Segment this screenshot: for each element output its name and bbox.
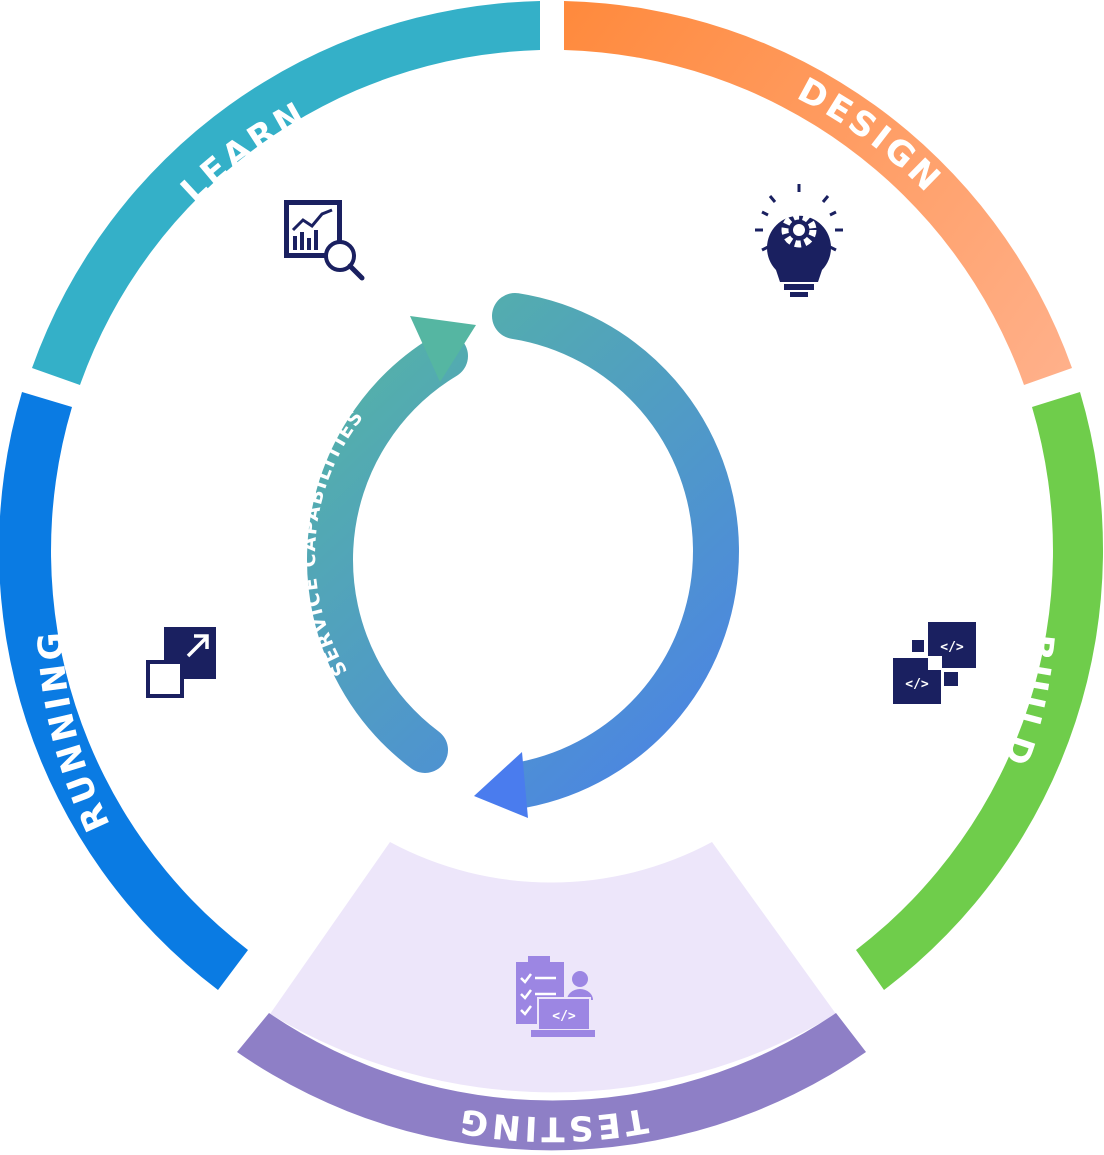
inner-arrow-left-head: [410, 316, 476, 382]
svg-text:</>: </>: [552, 1009, 576, 1024]
code-blocks-icon: </> </>: [893, 622, 976, 704]
scale-expand-icon: [146, 627, 216, 698]
testing-clipboard-laptop-icon: </>: [516, 956, 595, 1037]
analytics-chart-icon: [284, 200, 365, 281]
build-segment[interactable]: [856, 392, 1104, 990]
design-label: DESIGN: [791, 70, 950, 202]
inner-arrow-right-arc: [492, 293, 739, 808]
learn-segment[interactable]: [32, 1, 540, 385]
svg-text:</>: </>: [905, 677, 929, 692]
running-segment[interactable]: [0, 392, 248, 990]
svg-text:</>: </>: [940, 640, 964, 655]
inner-arrow-left-arc: [307, 333, 468, 773]
design-segment[interactable]: [564, 1, 1072, 385]
lightbulb-gear-icon: [755, 184, 843, 297]
inner-arrow-right-head: [474, 752, 528, 818]
testing-segment[interactable]: [237, 1013, 866, 1151]
